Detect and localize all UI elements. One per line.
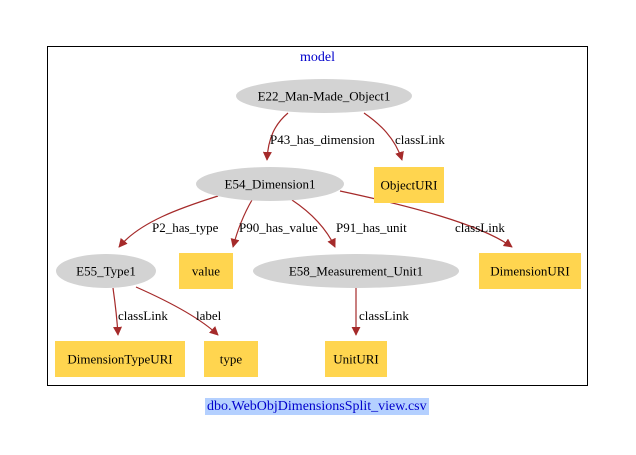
edge-label-cl2: classLink xyxy=(455,220,505,235)
edge-cl1 xyxy=(363,112,404,161)
node-label-dimtypeuri: DimensionTypeURI xyxy=(67,352,172,367)
edge-label-cl4: classLink xyxy=(359,308,409,323)
node-label-e55: E55_Type1 xyxy=(76,264,136,279)
edge-label-p43: P43_has_dimension xyxy=(270,132,375,147)
edge-lbl xyxy=(135,286,219,336)
edge-label-lbl: label xyxy=(196,308,222,323)
edge-p2 xyxy=(118,195,219,248)
node-shape-unituri xyxy=(325,341,387,377)
edge-cl3 xyxy=(112,287,123,336)
node-shape-e58 xyxy=(253,254,459,288)
node-shape-objuri xyxy=(374,167,444,203)
node-label-value: value xyxy=(192,264,220,279)
node-shape-value xyxy=(179,253,233,289)
node-label-e58: E58_Measurement_Unit1 xyxy=(289,264,423,279)
node-label-unituri: UnitURI xyxy=(333,352,379,367)
edge-label-p91: P91_has_unit xyxy=(336,220,407,235)
cluster-title: model xyxy=(300,50,335,65)
edge-label-cl3: classLink xyxy=(118,308,168,323)
edge-label-cl1: classLink xyxy=(395,132,445,147)
edge-label-p2: P2_has_type xyxy=(152,220,219,235)
node-shape-type xyxy=(204,341,258,377)
node-label-e54: E54_Dimension1 xyxy=(225,177,316,192)
node-label-e22: E22_Man-Made_Object1 xyxy=(258,89,391,104)
edge-p90 xyxy=(230,199,253,248)
edge-cl2 xyxy=(339,190,513,248)
node-shape-e55 xyxy=(56,254,156,288)
source-caption: dbo.WebObjDimensionsSplit_view.csv xyxy=(205,398,429,415)
node-shape-e54 xyxy=(196,167,344,201)
edge-label-p90: P90_has_value xyxy=(239,220,318,235)
model-cluster xyxy=(47,46,588,386)
edge-p43 xyxy=(262,112,289,161)
node-shape-dimuri xyxy=(479,253,581,289)
node-label-objuri: ObjectURI xyxy=(380,178,437,193)
node-shape-dimtypeuri xyxy=(55,341,185,377)
node-shape-e22 xyxy=(236,79,412,113)
node-label-dimuri: DimensionURI xyxy=(490,264,569,279)
edge-p91 xyxy=(291,199,336,248)
node-label-type: type xyxy=(220,352,243,367)
